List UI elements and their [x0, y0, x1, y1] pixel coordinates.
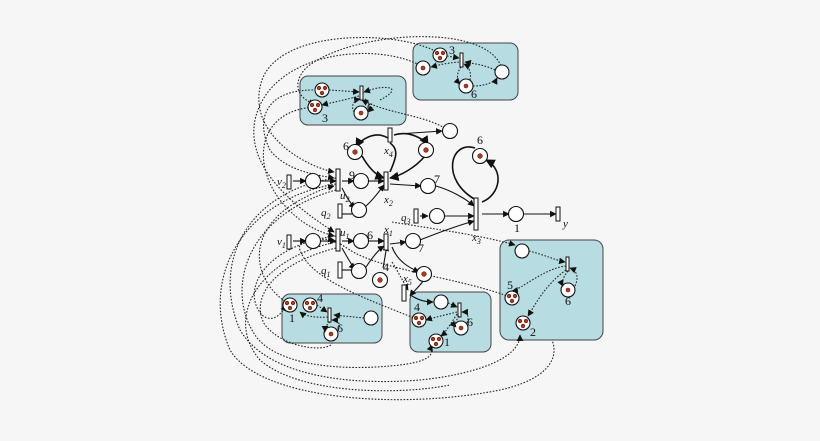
transition-x3 — [473, 197, 479, 231]
transition-x4 — [387, 127, 393, 143]
transition-v1 — [286, 234, 292, 250]
svg-text:1: 1 — [514, 221, 520, 235]
svg-text:v1: v1 — [277, 236, 286, 250]
control-subnet-upper: 3 6 — [307, 82, 393, 125]
transition-x1 — [383, 233, 389, 251]
svg-text:x5: x5 — [402, 273, 412, 287]
transition-x2 — [383, 171, 389, 191]
svg-text:q2: q2 — [321, 207, 331, 221]
svg-text:x1: x1 — [383, 224, 393, 238]
main-transitions — [286, 127, 561, 302]
svg-text:6: 6 — [471, 87, 477, 101]
svg-text:6: 6 — [367, 100, 373, 114]
transition-u2 — [335, 168, 341, 192]
svg-text:6: 6 — [467, 315, 473, 329]
svg-text:x4: x4 — [383, 145, 393, 159]
svg-text:2: 2 — [530, 325, 536, 339]
svg-text:7: 7 — [418, 241, 424, 255]
svg-text:u1: u1 — [340, 227, 350, 241]
svg-text:6: 6 — [477, 133, 483, 147]
place-u1-out — [352, 232, 370, 250]
control-subnet-bottom-left: 1 4 6 — [282, 291, 379, 342]
svg-text:3: 3 — [449, 43, 455, 57]
svg-text:1: 1 — [289, 311, 295, 325]
svg-text:6: 6 — [337, 321, 343, 335]
svg-text:6: 6 — [367, 228, 373, 242]
svg-text:y: y — [562, 218, 568, 230]
place-u2-out — [352, 172, 370, 190]
svg-text:4: 4 — [383, 260, 389, 274]
place-x2-out — [419, 177, 437, 195]
place-x4-ctrl — [441, 122, 459, 140]
place-x1-out — [404, 232, 422, 250]
token — [352, 149, 358, 155]
svg-text:u2: u2 — [340, 190, 350, 204]
control-subnet-bottom-middle: 4 1 6 — [411, 294, 473, 349]
transition-q1 — [337, 261, 343, 279]
transition-u1 — [335, 228, 341, 252]
svg-text:9: 9 — [349, 168, 355, 182]
transition-x5 — [401, 284, 407, 302]
place-v2-out — [304, 172, 322, 190]
svg-text:7: 7 — [434, 172, 440, 186]
token — [421, 271, 427, 277]
svg-text:5: 5 — [507, 278, 513, 292]
place-x3-out — [507, 205, 525, 223]
transition-q3 — [413, 208, 419, 224]
svg-text:4: 4 — [317, 291, 323, 305]
svg-text:6: 6 — [343, 139, 349, 153]
transition-y — [555, 206, 561, 222]
svg-text:6: 6 — [565, 294, 571, 308]
svg-text:4: 4 — [414, 300, 420, 314]
place-v1-out — [304, 232, 322, 250]
main-places — [304, 122, 525, 289]
place-q2-out — [350, 201, 368, 219]
svg-text:x3: x3 — [471, 232, 481, 246]
transition-labels: v2 v1 u2 u1 x2 x4 x1 x3 x5 q2 q1 q3 y — [277, 145, 568, 287]
control-subnet-top: 3 6 — [415, 43, 510, 101]
transition-v2 — [286, 174, 292, 190]
svg-text:1: 1 — [444, 335, 450, 349]
token — [377, 277, 383, 283]
place-labels: 6 6 9 7 6 7 4 1 — [343, 133, 520, 274]
control-subnet-bottom-right: 5 2 6 — [504, 243, 578, 339]
svg-text:v2: v2 — [277, 176, 286, 190]
token — [423, 147, 429, 153]
control-box-bottom-right — [499, 239, 604, 341]
svg-text:q3: q3 — [401, 212, 411, 226]
control-arcs — [219, 36, 555, 401]
svg-text:x2: x2 — [383, 194, 393, 208]
place-q3-out — [428, 207, 446, 225]
transition-q2 — [337, 203, 343, 219]
svg-text:q1: q1 — [321, 265, 331, 279]
place-q1-out — [350, 262, 368, 280]
token — [477, 153, 483, 159]
svg-text:3: 3 — [322, 111, 328, 125]
